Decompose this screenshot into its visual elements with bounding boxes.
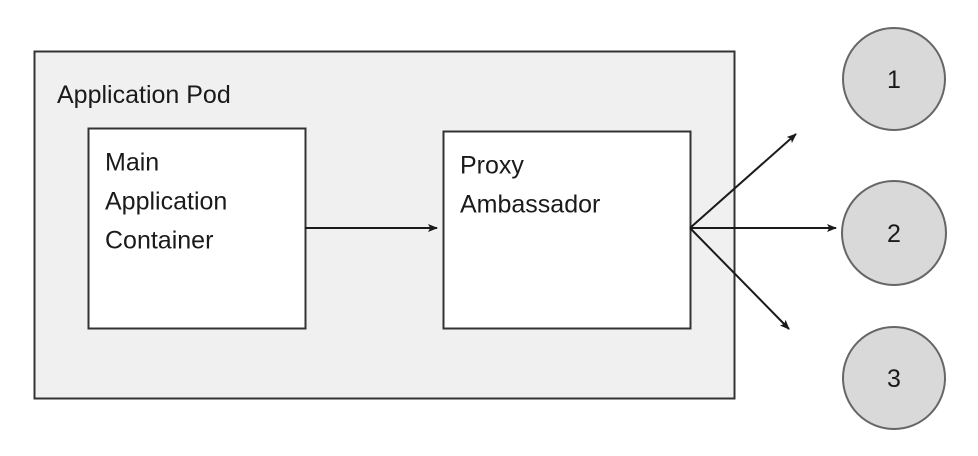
endpoint-3-label: 3 (887, 365, 901, 393)
endpoint-2-group: 2 (841, 180, 947, 286)
main-application-container-box (87, 127, 307, 330)
proxy-ambassador-group: Proxy Ambassador (442, 130, 692, 330)
endpoint-1-label: 1 (887, 66, 901, 94)
endpoint-3-circle (842, 326, 946, 430)
main-application-container-line-2: Application (105, 188, 227, 216)
endpoint-3-group: 3 (842, 326, 946, 430)
application-pod-label: Application Pod (57, 81, 231, 109)
main-application-container-line-3: Container (105, 227, 213, 255)
proxy-ambassador-line-2: Ambassador (460, 191, 600, 219)
endpoint-1-group: 1 (842, 27, 946, 131)
endpoint-1-circle (842, 27, 946, 131)
endpoint-2-circle (841, 180, 947, 286)
main-application-container-group: Main Application Container (87, 127, 307, 330)
connector-proxy-to-endpoint-3 (689, 227, 790, 330)
main-application-container-line-1: Main (105, 149, 159, 177)
connector-proxy-to-endpoint-1 (689, 133, 797, 229)
endpoint-2-label: 2 (887, 220, 901, 248)
proxy-ambassador-line-1: Proxy (460, 152, 524, 180)
proxy-ambassador-box (442, 130, 692, 330)
